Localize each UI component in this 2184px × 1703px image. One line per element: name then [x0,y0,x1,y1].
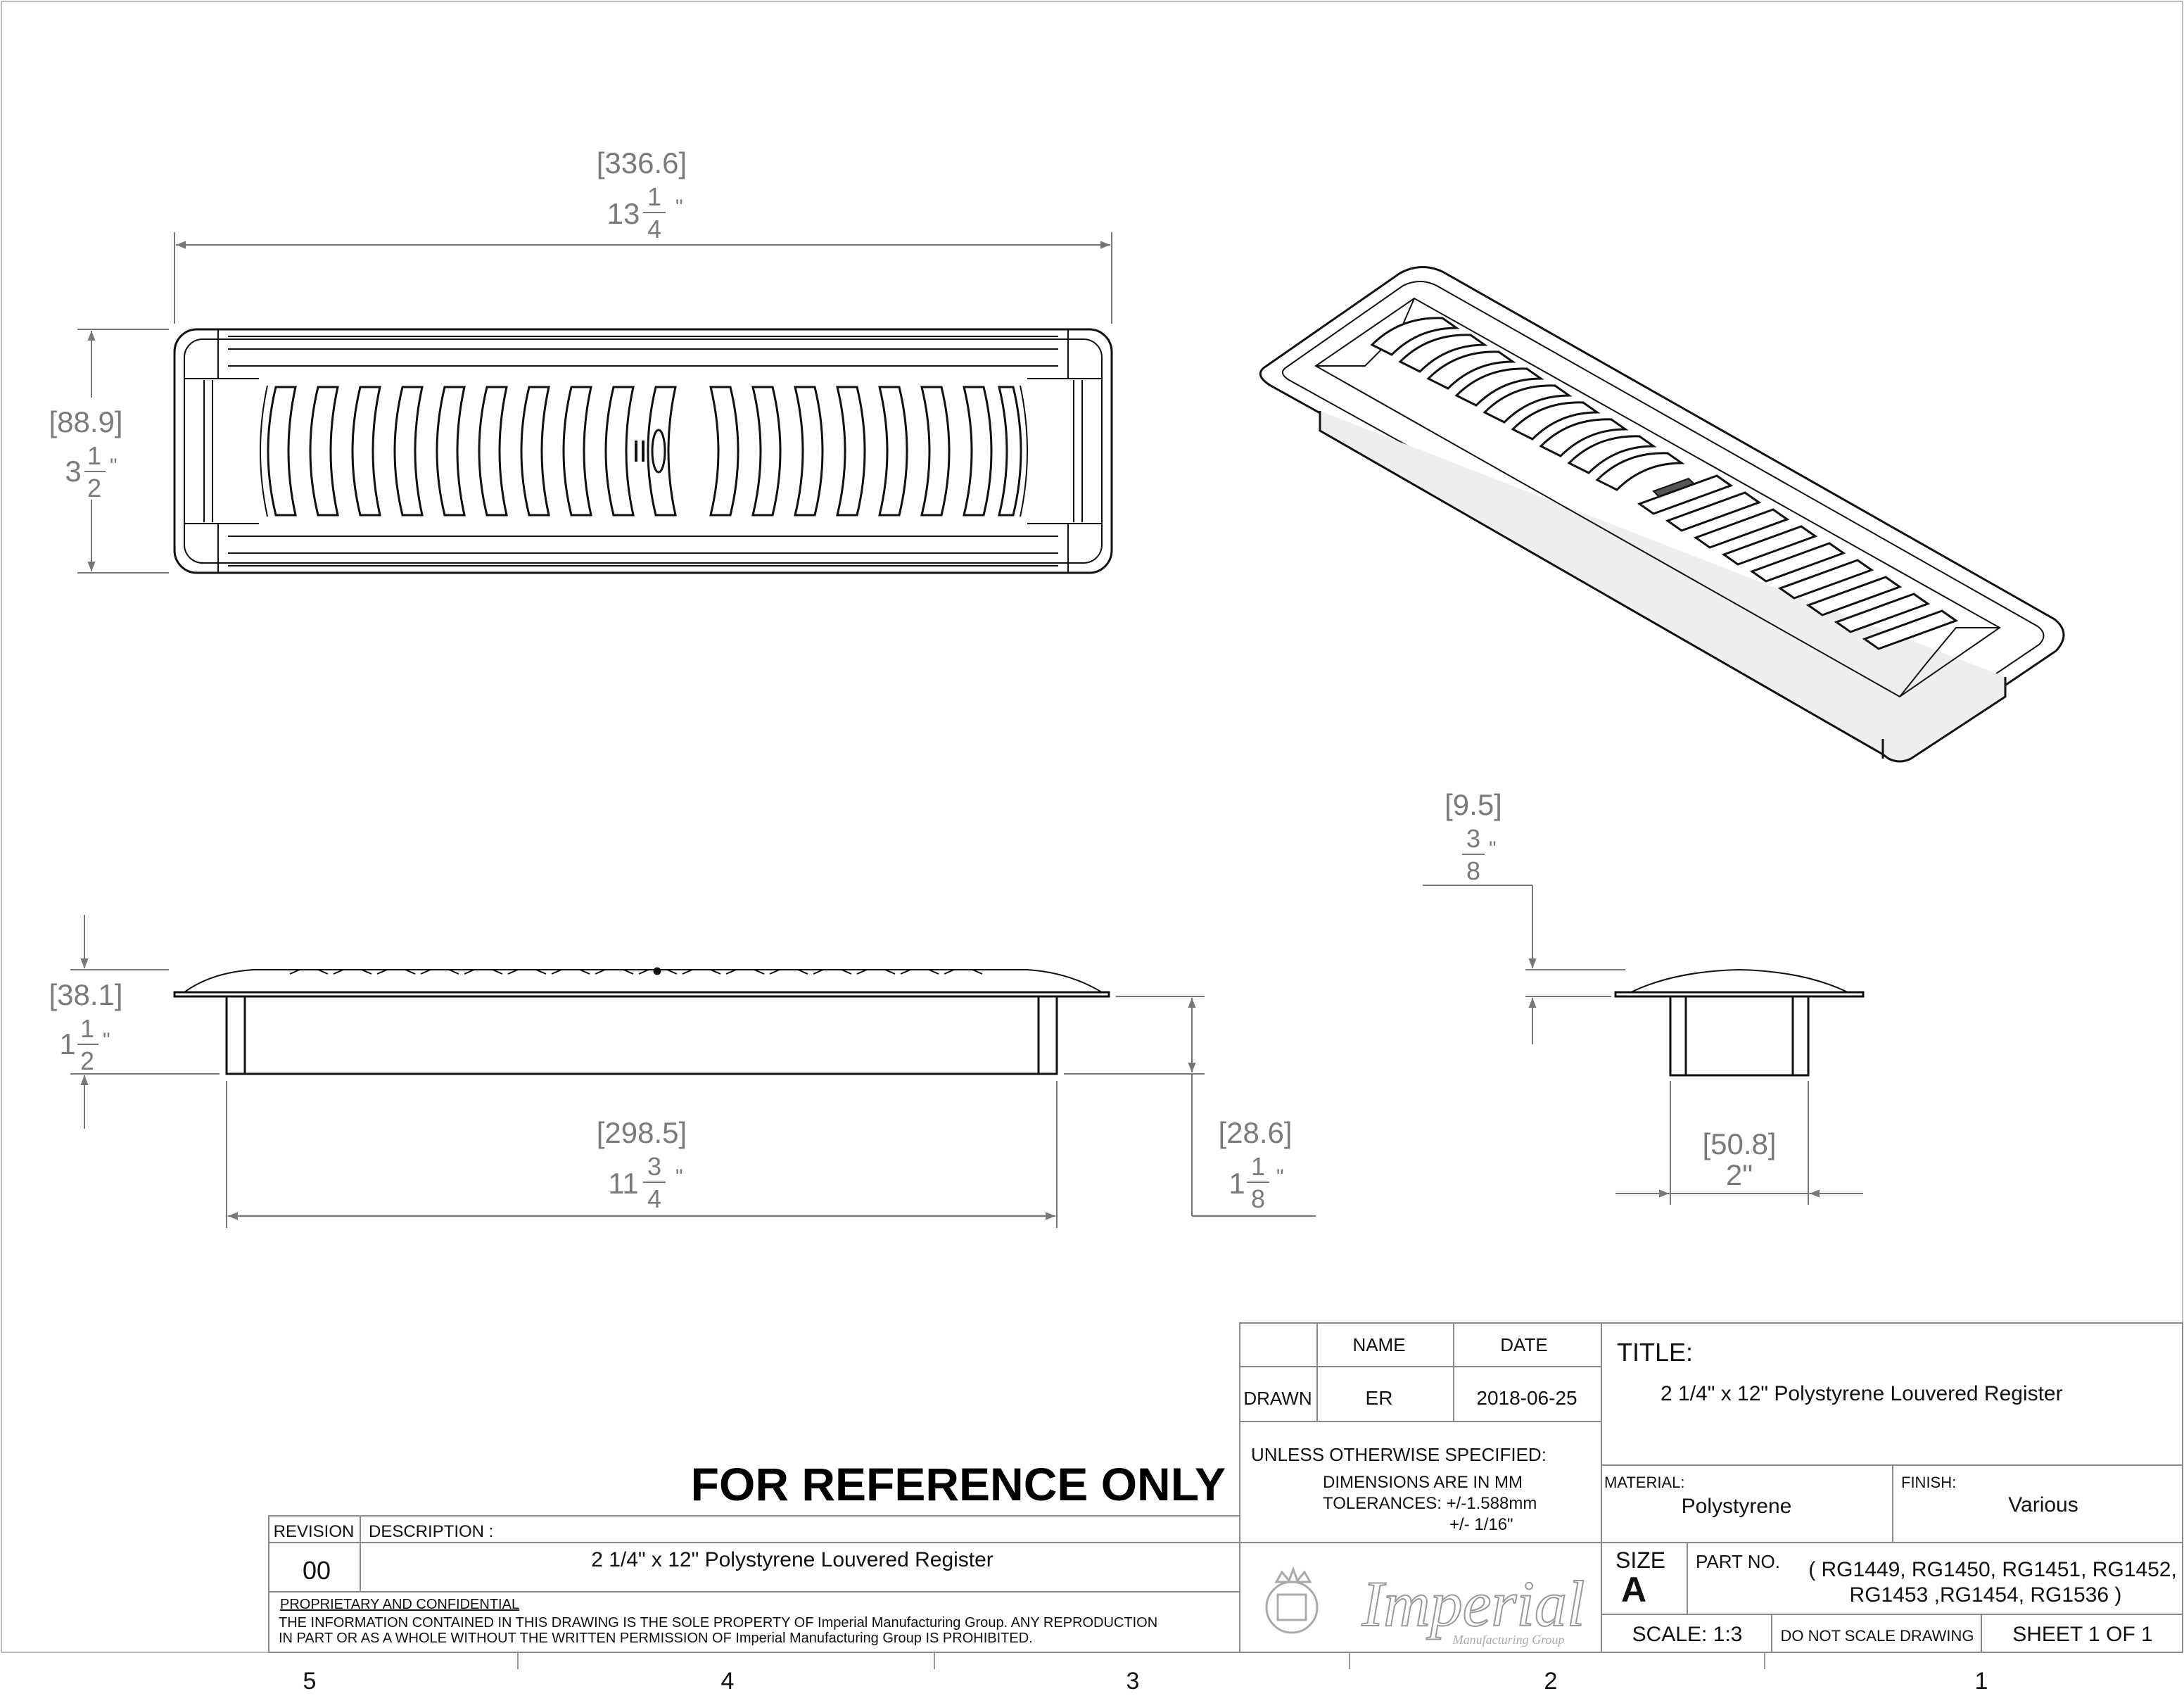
end-width-mm: [50.8] [1702,1127,1776,1160]
side-height-mm: [38.1] [49,978,122,1011]
prop-title: PROPRIETARY AND CONFIDENTIAL [280,1597,519,1612]
tol-line1: TOLERANCES: +/-1.588mm [1323,1494,1537,1513]
zone-1: 1 [1975,1668,1988,1695]
material-label: MATERIAL: [1604,1474,1685,1491]
inch-mark: " [1276,1165,1284,1189]
logo-sub: Manufacturing Group [1452,1633,1565,1647]
zone-3: 3 [1126,1668,1140,1695]
drawn-date: 2018-06-25 [1476,1387,1577,1409]
isometric-view [1259,265,2065,763]
do-not-scale: DO NOT SCALE DRAWING [1780,1627,1974,1645]
title-value: 2 1/4" x 12" Polystyrene Louvered Regist… [1661,1382,2063,1405]
body-length-den: 4 [647,1184,661,1213]
title-block-frame [1239,1322,2183,1653]
zone-ticks [517,1652,1765,1669]
prop-line2: IN PART OR AS A WHOLE WITHOUT THE WRITTE… [279,1631,1033,1646]
revision-label: REVISION [274,1522,355,1541]
inch-mark: " [110,455,118,478]
side-height-den: 2 [80,1046,94,1075]
flange-mm: [9.5] [1445,788,1502,821]
tol-line2: +/- 1/16" [1449,1515,1513,1534]
top-view-dimensions [77,232,1112,574]
name-header: NAME [1352,1334,1405,1355]
zone-5: 5 [303,1668,317,1695]
body-length-num: 3 [647,1152,661,1181]
revision-value: 00 [303,1556,331,1585]
reference-banner: FOR REFERENCE ONLY [691,1458,1226,1510]
inch-mark: " [1489,837,1497,861]
dims-line: DIMENSIONS ARE IN MM [1323,1473,1523,1492]
part-line1: ( RG1449, RG1450, RG1451, RG1452, [1808,1558,2177,1581]
drawn-name: ER [1366,1387,1393,1409]
body-depth-num: 1 [1251,1152,1265,1181]
title-label: TITLE: [1617,1338,1693,1367]
top-width-mm: [336.6] [597,146,687,179]
unless-label: UNLESS OTHERWISE SPECIFIED: [1251,1444,1547,1465]
finish-value: Various [2008,1493,2078,1517]
top-height-den: 2 [87,474,101,502]
zone-2: 2 [1544,1668,1558,1695]
scale: SCALE: 1:3 [1632,1623,1743,1646]
front-view-dimensions [70,915,1316,1228]
inch-mark: " [103,1029,110,1052]
sheet: SHEET 1 OF 1 [2012,1623,2153,1646]
side-height-num: 1 [80,1014,94,1043]
part-line2: RG1453 ,RG1454, RG1536 ) [1850,1583,2122,1607]
top-view [173,328,1113,574]
prop-line1: THE INFORMATION CONTAINED IN THIS DRAWIN… [279,1615,1157,1631]
end-view [1614,968,1865,1077]
finish-label: FINISH: [1901,1474,1956,1491]
part-label: PART NO. [1696,1551,1780,1572]
date-header: DATE [1500,1334,1547,1355]
body-length-whole: 11 [608,1167,639,1200]
description-label: DESCRIPTION : [369,1522,493,1541]
drawn-label: DRAWN [1243,1388,1312,1409]
top-width-den: 4 [647,215,661,243]
size-value: A [1621,1570,1646,1609]
material-value: Polystyrene [1682,1495,1792,1518]
top-width-num: 1 [647,182,661,211]
body-length-mm: [298.5] [597,1116,687,1149]
side-height-whole: 1 [59,1027,75,1061]
revision-block-frame [268,1515,1240,1653]
body-depth-mm: [28.6] [1218,1116,1292,1149]
company-logo: Imperial Manufacturing Group [1265,1566,1585,1647]
end-view-dimensions [1423,885,1863,1205]
top-height-whole: 3 [65,455,81,488]
description-value: 2 1/4" x 12" Polystyrene Louvered Regist… [591,1548,993,1571]
flange-num: 3 [1466,824,1480,853]
inch-mark: " [675,196,683,219]
flange-den: 8 [1466,856,1480,885]
logo-text: Imperial [1361,1568,1585,1640]
front-view [173,967,1110,1075]
inch-mark: " [675,1165,683,1189]
zone-4: 4 [721,1668,735,1695]
body-depth-whole: 1 [1228,1167,1245,1200]
end-width-in: 2" [1726,1158,1753,1191]
body-depth-den: 8 [1251,1184,1265,1213]
top-width-whole: 13 [607,197,640,230]
top-height-mm: [88.9] [49,405,122,438]
top-height-num: 1 [87,441,101,470]
size-label: SIZE [1615,1547,1665,1573]
